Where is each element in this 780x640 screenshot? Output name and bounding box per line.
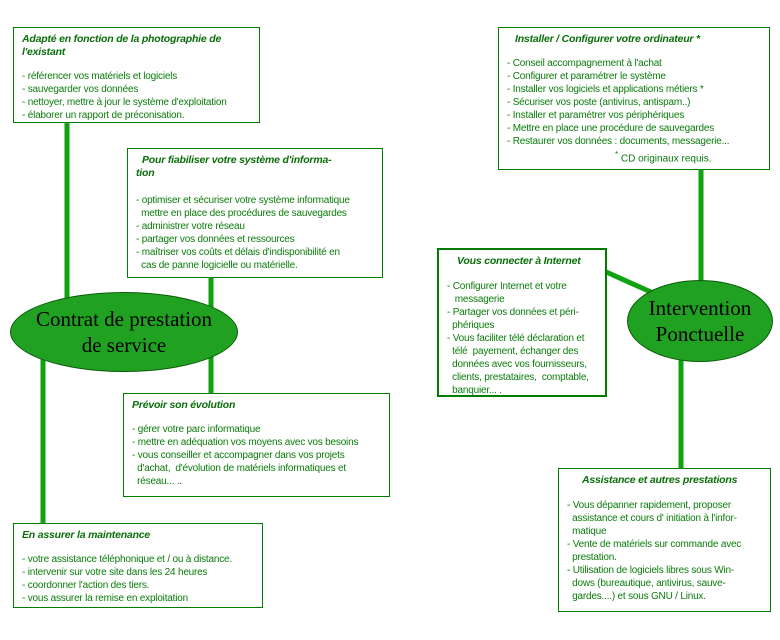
box-connecter-internet: Vous connecter à Internet - Configurer I… (437, 248, 607, 397)
box-body: - Configurer Internet et votre messageri… (447, 281, 589, 396)
ellipse-label: Contrat de prestation de service (35, 307, 213, 357)
box-assurer-maintenance: En assurer la maintenance - votre assist… (13, 523, 263, 608)
box-title: Prévoir son évolution (132, 399, 236, 411)
ellipse-label: Intervention Ponctuelle (648, 296, 752, 346)
box-title: Pour fiabiliser votre système d'informa-… (136, 154, 332, 179)
box-adapte-existant: Adapté en fonction de la photographie de… (13, 27, 260, 123)
box-prevoir-evolution: Prévoir son évolution - gérer votre parc… (123, 393, 390, 497)
ellipse-intervention-ponctuelle: Intervention Ponctuelle (627, 280, 773, 362)
box-title: Installer / Configurer votre ordinateur … (515, 33, 700, 45)
box-installer-configurer: Installer / Configurer votre ordinateur … (498, 27, 770, 170)
ellipse-contrat-prestation: Contrat de prestation de service (10, 292, 238, 372)
box-body: - Conseil accompagnement à l'achat - Con… (507, 58, 730, 147)
asterisk-marker: * (615, 150, 619, 159)
box-body: - optimiser et sécuriser votre système i… (136, 195, 350, 271)
box-assistance-prestations: Assistance et autres prestations - Vous … (558, 468, 771, 612)
box-title: Assistance et autres prestations (582, 474, 738, 486)
footnote-text: CD originaux requis. (618, 153, 712, 165)
box-fiabiliser-systeme: Pour fiabiliser votre système d'informa-… (127, 148, 383, 278)
box-title: En assurer la maintenance (22, 529, 151, 541)
box-body: - référencer vos matériels et logiciels … (22, 71, 227, 121)
box-body: - gérer votre parc informatique - mettre… (132, 424, 359, 487)
box-body: - votre assistance téléphonique et / ou … (22, 554, 232, 604)
footnote-cd-originaux: * CD originaux requis. (507, 148, 761, 165)
box-title: Vous connecter à Internet (457, 255, 581, 267)
box-title: Adapté en fonction de la photographie de… (22, 33, 222, 58)
box-body: - Vous dépanner rapidement, proposer ass… (567, 500, 742, 602)
